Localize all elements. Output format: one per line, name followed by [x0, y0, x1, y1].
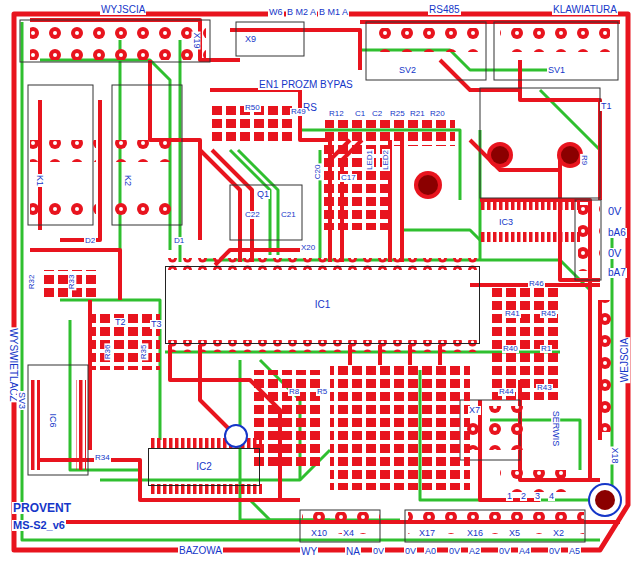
silkscreen-label: KLAWIATURA	[552, 5, 618, 15]
silkscreen-label: A4	[518, 547, 531, 556]
silkscreen-label: R21	[409, 110, 426, 118]
silkscreen-label: C1	[354, 110, 366, 118]
silkscreen-label: R8	[288, 388, 300, 396]
silkscreen-label: WY	[300, 547, 318, 557]
silkscreen-label: R44	[498, 388, 515, 396]
silkscreen-label: X5	[508, 529, 521, 538]
silkscreen-label: T2	[114, 318, 127, 327]
silkscreen-label: 0V	[607, 248, 622, 259]
silkscreen-label: R49	[290, 108, 307, 116]
silkscreen-label: SERWIS	[552, 409, 561, 446]
silkscreen-label: X20	[300, 244, 316, 252]
silkscreen-label: SV2	[398, 66, 417, 75]
silkscreen-label: SV3	[17, 390, 26, 409]
silkscreen-label: R20	[429, 110, 446, 118]
silkscreen-label: X19	[191, 31, 200, 49]
silkscreen-label: 0V	[498, 547, 511, 556]
silkscreen-label: C2	[371, 110, 383, 118]
silkscreen-label: A2	[468, 547, 481, 556]
silkscreen-label: R43	[536, 384, 553, 392]
silkscreen-label: X9	[244, 35, 257, 44]
silkscreen-label: X10	[310, 529, 328, 538]
silkscreen-label: W6	[268, 8, 284, 17]
silkscreen-label: B M2 A	[286, 8, 317, 17]
silkscreen-label: D1	[173, 237, 185, 245]
silkscreen-label: R40	[502, 345, 519, 353]
silkscreen-label: A0	[424, 547, 437, 556]
silkscreen-label: R50	[244, 104, 261, 112]
silkscreen-label: 3	[534, 492, 541, 501]
silkscreen-label: LED2	[382, 149, 390, 171]
silkscreen-label: X16	[466, 529, 484, 538]
silkscreen-label: C22	[244, 211, 261, 219]
silkscreen-label: NA	[345, 547, 361, 557]
silkscreen-label: X7	[468, 406, 481, 415]
silkscreen-label: bA7	[607, 268, 627, 278]
silkscreen-label: C21	[280, 211, 297, 219]
silkscreen-label: Q1	[256, 190, 270, 199]
part-name: IC2	[195, 462, 213, 472]
silkscreen-label: WYJSCIA	[100, 5, 146, 15]
silkscreen-label: 0V	[404, 547, 417, 556]
silkscreen-label: R5	[316, 388, 328, 396]
silkscreen-label: LED1	[366, 149, 374, 171]
silkscreen-label: R9	[580, 154, 588, 166]
silkscreen-label: C17	[340, 174, 357, 182]
silkscreen-label: R45	[540, 310, 557, 318]
silkscreen-label: BAZOWA	[178, 546, 223, 556]
silkscreen-label: B M1 A	[318, 8, 349, 17]
silkscreen-label: R25	[389, 110, 406, 118]
silkscreen-label: IC6	[47, 412, 56, 428]
silkscreen-label: RS485	[428, 5, 461, 15]
ic-outline: IC2	[148, 448, 260, 486]
silkscreen-label: EN1 PROZM BYPAS	[258, 80, 354, 90]
silkscreen-label: R46	[528, 280, 545, 288]
silkscreen-label: 0V	[448, 547, 461, 556]
silkscreen-label: X17	[418, 529, 436, 538]
silkscreen-label: 1	[506, 492, 513, 501]
silkscreen-label: bA6	[607, 228, 627, 238]
silkscreen-label: K1	[35, 173, 44, 186]
silkscreen-label: SV1	[547, 66, 566, 75]
silkscreen-label: R35	[140, 344, 148, 361]
silkscreen-label: 2	[520, 492, 527, 501]
silkscreen-label: X18	[609, 446, 618, 464]
silkscreen-label: A5	[568, 547, 581, 556]
silkscreen-label: T1	[600, 102, 613, 111]
silkscreen-label: R36	[104, 344, 112, 361]
silkscreen-label: 0V	[607, 206, 622, 217]
silkscreen-label: MS-S2_v6	[12, 520, 66, 531]
silkscreen-label: R34	[94, 454, 111, 462]
silkscreen-label: D2	[84, 237, 96, 245]
silkscreen-label: PROVENT	[12, 502, 72, 514]
part-name: IC1	[314, 300, 332, 310]
silkscreen-label: 0V	[372, 547, 385, 556]
silkscreen-label: X4	[342, 529, 355, 538]
silkscreen-label: T3	[150, 320, 163, 329]
silkscreen-label: R41	[504, 310, 521, 318]
silkscreen-label: C20	[314, 164, 322, 181]
silkscreen-label: 4	[548, 492, 555, 501]
silkscreen-label: 0V	[548, 547, 561, 556]
silkscreen-label: R1	[540, 345, 552, 353]
silkscreen-label: K2	[123, 173, 132, 186]
silkscreen-label: X2	[552, 529, 565, 538]
silkscreen-label: R32	[28, 274, 36, 291]
silkscreen-label: R33	[68, 274, 76, 291]
silkscreen-label: WEJSCIA	[620, 337, 630, 383]
silkscreen-label: R12	[328, 110, 345, 118]
ic-outline: IC1	[165, 266, 480, 344]
silkscreen-label: IC3	[498, 218, 514, 227]
